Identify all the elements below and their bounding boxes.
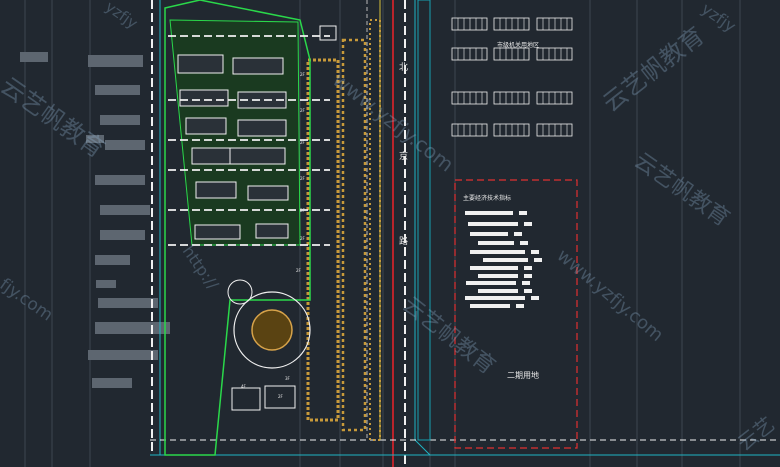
gray-block <box>95 85 140 95</box>
parking-row <box>536 17 573 31</box>
tech-indicator-bar <box>478 241 514 245</box>
building-tag: 2F <box>300 72 305 77</box>
sidewalk <box>417 0 431 441</box>
parking-row <box>536 123 573 137</box>
plaza-ring <box>233 291 311 369</box>
roads <box>150 0 780 467</box>
gray-block <box>105 140 145 150</box>
tech-indicator-value <box>531 250 539 254</box>
parking-row <box>493 47 530 61</box>
gray-block <box>95 322 170 334</box>
tech-indicator-value <box>519 211 527 215</box>
tech-indicator-bar <box>466 281 516 285</box>
tech-indicator-value <box>522 281 530 285</box>
building-tag: 2F <box>300 140 305 145</box>
road-name-char-2: 京 <box>399 152 409 162</box>
plaza-core <box>251 309 293 351</box>
gray-block <box>98 298 158 308</box>
building <box>232 57 284 75</box>
road-band <box>369 19 381 441</box>
tech-indicator-bar <box>483 258 528 262</box>
building <box>231 387 261 411</box>
gray-block <box>86 135 104 143</box>
gray-block <box>20 52 48 62</box>
cyan-line <box>414 439 431 456</box>
tech-indicator-value <box>524 266 532 270</box>
building <box>229 147 286 165</box>
building-tag: 2F <box>300 208 305 213</box>
parking-area-label: 市级机关用地区 <box>497 42 540 49</box>
building-tag: 2F <box>300 176 305 181</box>
building <box>195 181 237 199</box>
parking-row <box>451 47 488 61</box>
tech-indicator-bars <box>465 211 542 308</box>
tech-indicator-bar <box>478 289 518 293</box>
parking-row <box>536 91 573 105</box>
tech-indicator-value <box>516 304 524 308</box>
tech-indicator-value <box>520 241 528 245</box>
tech-indicator-bar <box>470 304 510 308</box>
gray-block <box>88 55 143 67</box>
building <box>247 185 289 201</box>
building-tag: 2F <box>300 108 305 113</box>
road-name-char-3: 路 <box>399 237 409 247</box>
building-tag: 2F <box>296 268 301 273</box>
tech-indicator-value <box>531 296 539 300</box>
building <box>185 117 227 135</box>
gray-block <box>95 255 130 265</box>
building-tag: 2F <box>300 236 305 241</box>
gray-block <box>88 350 158 360</box>
parking-row <box>493 17 530 31</box>
road-band <box>306 58 340 422</box>
building <box>179 89 229 107</box>
gray-block <box>100 205 150 215</box>
tech-indicator-bar <box>465 211 513 215</box>
parking-row <box>451 123 488 137</box>
parking-row <box>451 91 488 105</box>
building <box>319 25 337 41</box>
gray-block <box>96 280 116 288</box>
building-tag: 2F <box>278 394 283 399</box>
gray-block <box>100 230 145 240</box>
grid-lines <box>24 0 741 467</box>
gray-block <box>92 378 132 388</box>
gray-block <box>100 115 140 125</box>
road-band <box>341 38 367 432</box>
building <box>194 224 241 240</box>
building-tag: 3F <box>285 376 290 381</box>
tech-indicator-bar <box>470 250 525 254</box>
building <box>237 91 287 109</box>
road-name-char-1: 北 <box>399 63 409 73</box>
tech-indicator-bar <box>468 222 518 226</box>
building <box>255 223 289 239</box>
parking-row <box>536 47 573 61</box>
tech-indicator-value <box>534 258 542 262</box>
tech-indicator-bar <box>470 266 518 270</box>
phase2-boundary <box>454 179 578 449</box>
pavilion <box>227 279 253 305</box>
building <box>264 385 296 409</box>
building <box>237 119 287 137</box>
tech-indicators-title: 主要经济技术指标 <box>463 195 512 202</box>
tech-indicator-bar <box>478 274 518 278</box>
parking-row <box>493 123 530 137</box>
parking-row <box>451 17 488 31</box>
site-boundary <box>164 0 311 456</box>
building-tag: 4F <box>241 384 246 389</box>
parking-stalls <box>451 17 573 137</box>
surrounding-buildings <box>20 52 170 388</box>
phase2-land-label: 二期用地 <box>507 371 539 380</box>
parking-row <box>493 91 530 105</box>
residential-site <box>164 0 578 456</box>
tech-indicator-value <box>524 222 532 226</box>
tech-indicator-value <box>524 289 532 293</box>
building <box>177 54 224 74</box>
tech-indicator-bar <box>465 296 525 300</box>
tech-indicator-bar <box>470 232 508 236</box>
gray-block <box>95 175 145 185</box>
tech-indicator-value <box>514 232 522 236</box>
tech-indicator-value <box>524 274 532 278</box>
